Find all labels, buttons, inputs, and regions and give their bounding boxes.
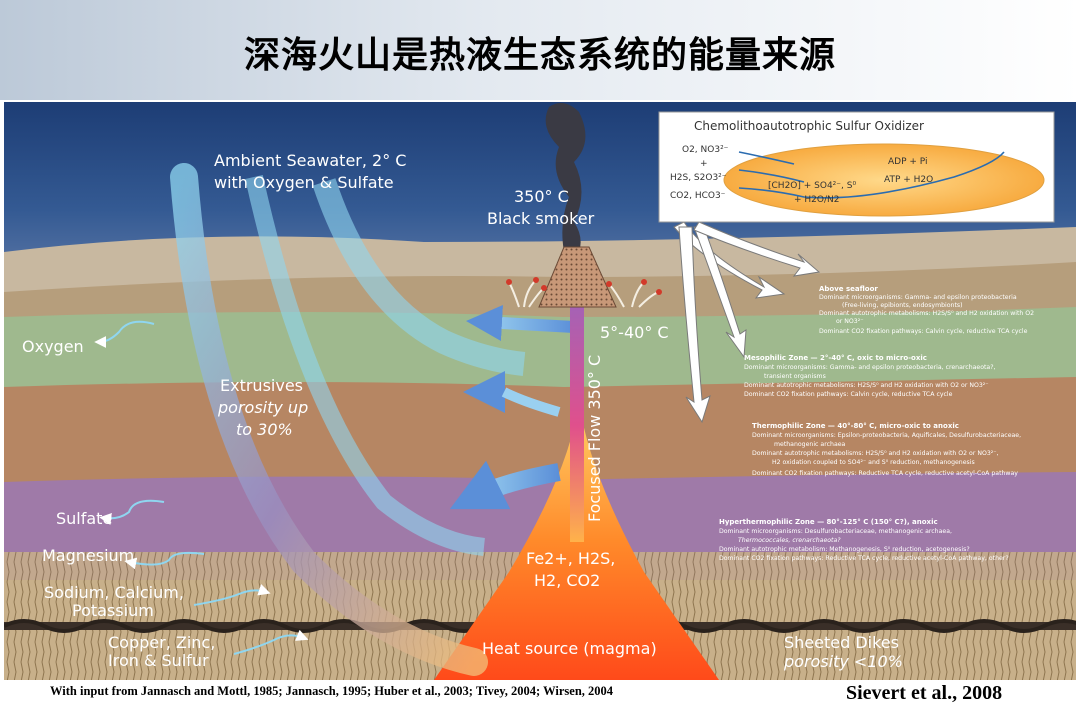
zone-thermo-text: Dominant microorganisms: Epsilon-proteob… bbox=[752, 432, 1021, 439]
microbe-input: O2, NO3²⁻ bbox=[682, 145, 729, 155]
seawater-label: Ambient Seawater, 2° C bbox=[214, 151, 406, 170]
recharge-flow-arrow bbox=[170, 163, 488, 676]
microbe-title: Chemolithoautotrophic Sulfur Oxidizer bbox=[694, 119, 924, 133]
focused-flow-column bbox=[570, 252, 584, 542]
dikes-label: Sheeted Dikes bbox=[784, 633, 899, 652]
recharge-flow-arrow bbox=[312, 178, 526, 376]
copper-label: Iron & Sulfur bbox=[108, 651, 209, 670]
recharge-flow-arrow bbox=[245, 175, 486, 556]
zone-thermo-text: Dominant CO2 fixation pathways: Reductiv… bbox=[752, 470, 1018, 477]
sulfate-label: Sulfate bbox=[56, 509, 112, 528]
zone-above-title: Above seafloor bbox=[819, 285, 878, 293]
extrusives-porosity: to 30% bbox=[236, 420, 293, 439]
smoker-plume bbox=[545, 103, 586, 252]
ions-label: H2, CO2 bbox=[534, 571, 600, 590]
outflow-arrow bbox=[466, 305, 575, 341]
zone-meso-title: Mesophilic Zone — 2°-40° C, oxic to micr… bbox=[744, 354, 927, 362]
zone-thermo-text: Dominant autotrophic metabolisms: H2S/S⁰… bbox=[752, 450, 999, 457]
zone-hyper-text: Dominant microorganisms: Desulfurobacter… bbox=[719, 528, 952, 535]
dikes-porosity: porosity <10% bbox=[783, 652, 903, 671]
zone-above-text: Dominant CO2 fixation pathways: Calvin c… bbox=[819, 328, 1028, 335]
zone-above-text: Dominant microorganisms: Gamma- and epsi… bbox=[819, 294, 1017, 301]
zone-hyper-title: Hyperthermophilic Zone — 80°-125° C (150… bbox=[719, 518, 938, 526]
chimney bbox=[538, 246, 617, 308]
extrusives-porosity: porosity up bbox=[217, 398, 308, 417]
vent-temp-label: 5°-40° C bbox=[600, 323, 669, 342]
microbe-plus: + bbox=[700, 159, 708, 169]
extrusives-label: Extrusives bbox=[220, 376, 303, 395]
zone-meso-text: Dominant microorganisms: Gamma- and epsi… bbox=[744, 364, 996, 371]
zone-meso-text: Dominant autotrophic metabolisms: H2S/S⁰… bbox=[744, 382, 989, 389]
oxygen-label: Oxygen bbox=[22, 337, 84, 356]
zone-above-text: Dominant autotrophic metabolisms: H2S/S⁰… bbox=[819, 310, 1034, 317]
citation-main: Sievert et al., 2008 bbox=[846, 682, 1003, 704]
microbe-atp: ATP + H2O bbox=[884, 175, 933, 185]
tubeworm-cluster-right bbox=[606, 279, 662, 308]
layer-mesophilic bbox=[4, 307, 1076, 407]
heat-source-label: Heat source (magma) bbox=[482, 639, 657, 658]
microbe-metabolic-path bbox=[738, 151, 1005, 199]
microbe-adp: ADP + Pi bbox=[888, 157, 928, 167]
sodium-label: Sodium, Calcium, bbox=[44, 583, 184, 602]
focused-flow-label: Focused Flow 350° C bbox=[585, 355, 604, 522]
microbe-output: [CH2O] + SO4²⁻, S⁰ bbox=[768, 181, 856, 191]
tubeworm-cluster-left bbox=[506, 277, 547, 308]
element-flux-arrows bbox=[94, 320, 309, 655]
zone-thermo-title: Thermophilic Zone — 40°-80° C, micro-oxi… bbox=[752, 422, 959, 430]
slide-title: 深海火山是热液生态系统的能量来源 bbox=[243, 35, 836, 76]
smoker-label: Black smoker bbox=[487, 209, 595, 228]
microbe-input: CO2, HCO3⁻ bbox=[670, 191, 726, 201]
zone-hyper-text: Dominant autotrophic metabolism: Methano… bbox=[719, 546, 970, 553]
microbe-output: + H2O/N2 bbox=[794, 195, 839, 205]
copper-label: Copper, Zinc, bbox=[108, 633, 215, 652]
hydrothermal-vent-diagram: Ambient Seawater, 2° C with Oxygen & Sul… bbox=[4, 102, 1076, 680]
smoker-temp-label: 350° C bbox=[514, 187, 569, 206]
zone-meso-text: transient organisms bbox=[764, 373, 826, 380]
magnesium-label: Magnesium bbox=[42, 546, 134, 565]
zone-pointer-arrows bbox=[673, 221, 821, 424]
zone-thermo-text: H2 oxidation coupled to SO4²⁻ and S⁰ red… bbox=[772, 459, 975, 466]
microbe-input: H2S, S2O3²⁻ bbox=[670, 173, 727, 183]
zone-above-text: or NO3²⁻ bbox=[836, 318, 863, 325]
outflow-arrow bbox=[501, 387, 561, 417]
zone-thermo-text: methanogenic archaea bbox=[774, 441, 846, 448]
ions-label: Fe2+, H2S, bbox=[526, 549, 615, 568]
zone-meso-text: Dominant CO2 fixation pathways: Calvin c… bbox=[744, 391, 953, 398]
citation-sources: With input from Jannasch and Mottl, 1985… bbox=[50, 684, 614, 698]
outflow-arrow bbox=[449, 460, 561, 510]
title-bar bbox=[0, 0, 1080, 100]
seawater-label: with Oxygen & Sulfate bbox=[214, 173, 394, 192]
zone-hyper-text: Dominant CO2 fixation pathways: Reductiv… bbox=[719, 555, 1009, 562]
microbe-cell bbox=[723, 143, 1045, 217]
zone-above-text: (Free-living, epibionts, endosymbionts) bbox=[842, 302, 963, 309]
layer-thermophilic bbox=[4, 377, 1076, 487]
sodium-label: Potassium bbox=[72, 601, 154, 620]
zone-hyper-text: Thermococcales, crenarchaeota? bbox=[738, 536, 841, 544]
